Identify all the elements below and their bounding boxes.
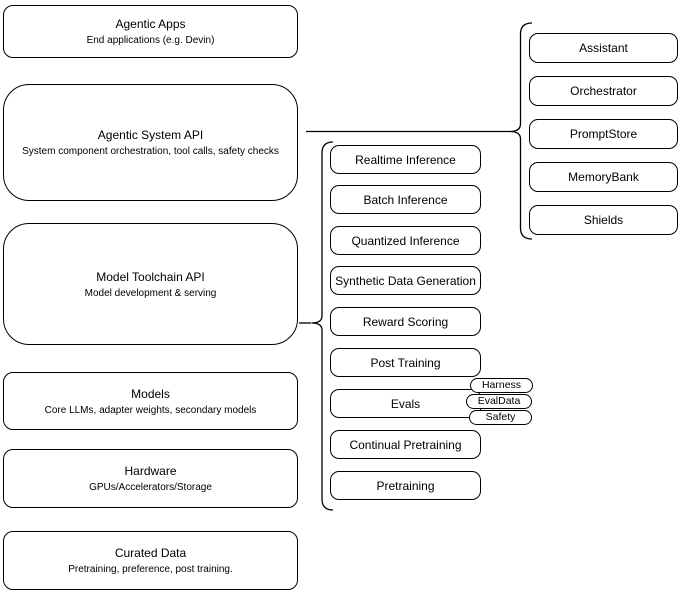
node-memorybank: MemoryBank bbox=[529, 162, 678, 192]
node-subtitle: End applications (e.g. Devin) bbox=[86, 35, 215, 46]
node-label: Synthetic Data Generation bbox=[335, 273, 476, 288]
node-agentic-system-api: Agentic System API System component orch… bbox=[3, 84, 298, 201]
node-label: Evals bbox=[390, 396, 421, 411]
node-post-training: Post Training bbox=[330, 348, 481, 377]
node-label: EvalData bbox=[477, 395, 521, 408]
node-label: Reward Scoring bbox=[362, 314, 449, 329]
node-synthetic-data-generation: Synthetic Data Generation bbox=[330, 266, 481, 295]
node-title: Agentic Apps bbox=[115, 17, 186, 31]
node-label: Assistant bbox=[579, 41, 628, 55]
node-label: Quantized Inference bbox=[351, 233, 460, 248]
node-label: Realtime Inference bbox=[355, 152, 456, 167]
node-reward-scoring: Reward Scoring bbox=[330, 307, 481, 336]
node-title: Models bbox=[131, 386, 170, 401]
node-label: Harness bbox=[481, 379, 522, 392]
node-evals: Evals bbox=[330, 389, 481, 418]
node-subtitle: Pretraining, preference, post training. bbox=[68, 564, 233, 575]
node-evals-evaldata: EvalData bbox=[466, 394, 532, 409]
node-label: Shields bbox=[583, 213, 624, 227]
node-label: Pretraining bbox=[376, 478, 435, 493]
node-title: Curated Data bbox=[114, 546, 187, 560]
node-label: Batch Inference bbox=[363, 192, 448, 207]
node-model-toolchain-api: Model Toolchain API Model development & … bbox=[3, 223, 298, 345]
node-subtitle: System component orchestration, tool cal… bbox=[22, 146, 279, 157]
node-label: Continual Pretraining bbox=[349, 437, 462, 452]
node-subtitle: GPUs/Accelerators/Storage bbox=[89, 482, 212, 493]
node-batch-inference: Batch Inference bbox=[330, 185, 481, 214]
node-title: Model Toolchain API bbox=[96, 269, 205, 284]
node-models: Models Core LLMs, adapter weights, secon… bbox=[3, 372, 298, 430]
node-hardware: Hardware GPUs/Accelerators/Storage bbox=[3, 449, 298, 508]
node-promptstore: PromptStore bbox=[529, 119, 678, 149]
node-continual-pretraining: Continual Pretraining bbox=[330, 430, 481, 459]
node-title: Agentic System API bbox=[97, 128, 204, 142]
node-label: Orchestrator bbox=[570, 84, 637, 98]
node-label: PromptStore bbox=[569, 127, 638, 141]
node-agentic-apps: Agentic Apps End applications (e.g. Devi… bbox=[3, 5, 298, 58]
node-label: Safety bbox=[485, 411, 516, 424]
node-assistant: Assistant bbox=[529, 33, 678, 63]
node-curated-data: Curated Data Pretraining, preference, po… bbox=[3, 531, 298, 590]
node-realtime-inference: Realtime Inference bbox=[330, 145, 481, 174]
node-pretraining: Pretraining bbox=[330, 471, 481, 500]
node-evals-harness: Harness bbox=[470, 378, 533, 393]
node-shields: Shields bbox=[529, 205, 678, 235]
node-quantized-inference: Quantized Inference bbox=[330, 226, 481, 255]
node-title: Hardware bbox=[124, 464, 177, 478]
node-label: Post Training bbox=[370, 355, 441, 370]
node-subtitle: Core LLMs, adapter weights, secondary mo… bbox=[44, 404, 257, 416]
node-label: MemoryBank bbox=[568, 170, 639, 184]
node-subtitle: Model development & serving bbox=[84, 287, 217, 299]
node-evals-safety: Safety bbox=[469, 410, 532, 425]
node-orchestrator: Orchestrator bbox=[529, 76, 678, 106]
